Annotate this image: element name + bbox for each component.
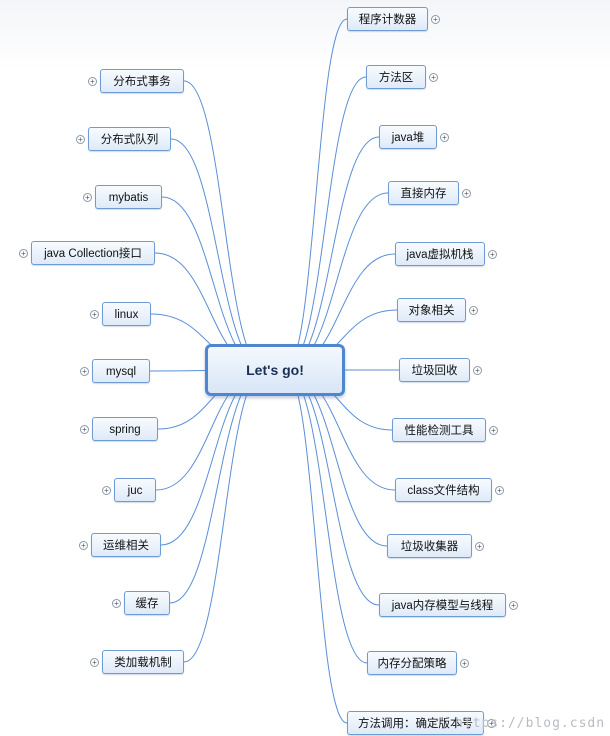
expand-toggle-icon[interactable]: + [429,72,438,82]
expand-toggle-icon[interactable]: + [79,540,88,550]
left-branch-node[interactable]: 分布式事务 [100,69,184,93]
right-branch-node[interactable]: java内存模型与线程 [379,593,506,617]
connector-line [183,80,266,371]
connector-line [284,369,368,664]
left-branch-node[interactable]: mysql [92,359,150,383]
expand-toggle-icon[interactable]: + [469,305,478,315]
expand-toggle-icon[interactable]: + [488,249,497,259]
expand-toggle-icon[interactable]: + [489,425,498,435]
expand-toggle-icon[interactable]: + [19,248,28,258]
right-branch-node[interactable]: 方法区 [366,65,426,89]
left-branch-node[interactable]: spring [92,417,158,441]
expand-toggle-icon[interactable]: + [112,598,121,608]
left-branch-node[interactable]: 运维相关 [91,533,161,557]
connector-line [160,369,266,546]
connector-line [284,369,388,547]
expand-toggle-icon[interactable]: + [431,14,440,24]
right-branch-node[interactable]: 程序计数器 [347,7,428,31]
left-branch-node[interactable]: java Collection接口 [31,241,155,265]
expand-toggle-icon[interactable]: + [495,485,504,495]
left-branch-node[interactable]: 分布式队列 [88,127,171,151]
left-branch-node[interactable]: 类加载机制 [102,650,184,674]
connector-line [284,136,380,371]
expand-toggle-icon[interactable]: + [83,192,92,202]
expand-toggle-icon[interactable]: + [509,600,518,610]
right-branch-node[interactable]: java堆 [379,125,437,149]
connector-line [170,138,266,371]
right-branch-node[interactable]: 性能检测工具 [392,418,486,442]
connector-line [169,369,266,604]
connector-line [183,369,266,663]
central-topic[interactable]: Let's go! [205,344,345,396]
expand-toggle-icon[interactable]: + [80,424,89,434]
right-branch-node[interactable]: 垃圾收集器 [387,534,472,558]
expand-toggle-icon[interactable]: + [80,366,89,376]
right-branch-node[interactable]: 垃圾回收 [399,358,470,382]
right-branch-node[interactable]: 方法调用：确定版本号 [347,711,484,735]
expand-toggle-icon[interactable]: + [90,657,99,667]
expand-toggle-icon[interactable]: + [473,365,482,375]
expand-toggle-icon[interactable]: + [88,76,97,86]
right-branch-node[interactable]: 直接内存 [388,181,459,205]
right-branch-node[interactable]: 内存分配策略 [367,651,457,675]
connector-line [284,76,367,371]
connector-line [284,369,348,724]
expand-toggle-icon[interactable]: + [440,132,449,142]
left-branch-node[interactable]: juc [114,478,156,502]
expand-toggle-icon[interactable]: + [90,309,99,319]
expand-toggle-icon[interactable]: + [475,541,484,551]
left-branch-node[interactable]: 缓存 [124,591,170,615]
right-branch-node[interactable]: class文件结构 [395,478,492,502]
right-branch-node[interactable]: 对象相关 [397,298,466,322]
left-branch-node[interactable]: linux [102,302,151,326]
expand-toggle-icon[interactable]: + [102,485,111,495]
expand-toggle-icon[interactable]: + [462,188,471,198]
right-branch-node[interactable]: java虚拟机栈 [395,242,485,266]
watermark-text: https://blog.csdn [455,716,606,731]
connector-line [284,369,380,606]
expand-toggle-icon[interactable]: + [76,134,85,144]
expand-toggle-icon[interactable]: + [460,658,469,668]
left-branch-node[interactable]: mybatis [95,185,162,209]
expand-toggle-icon[interactable]: + [487,718,496,728]
